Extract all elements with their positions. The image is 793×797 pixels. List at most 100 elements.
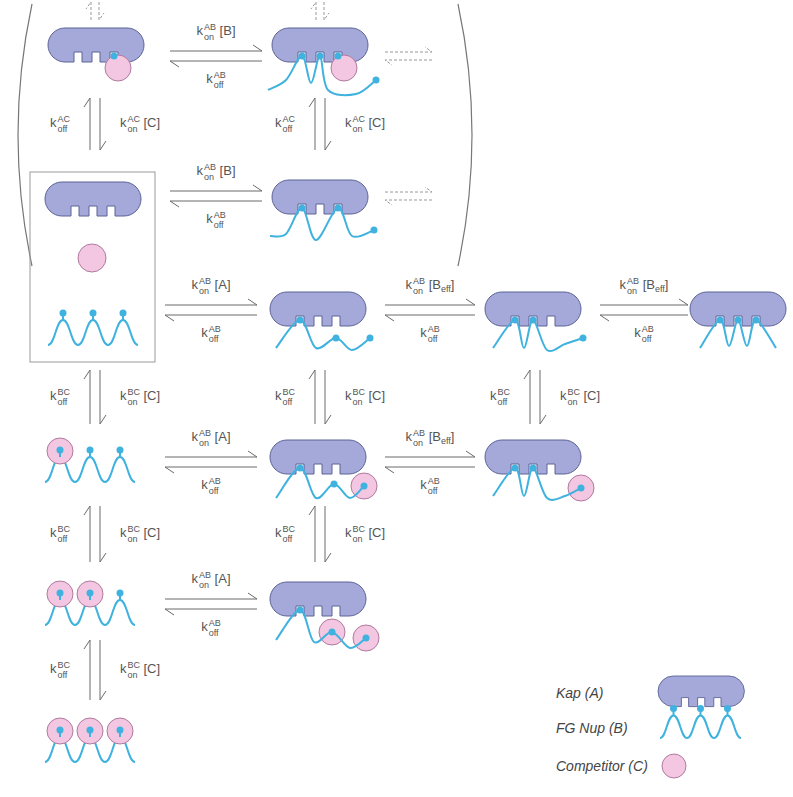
rate-constant: kBCon [C] xyxy=(345,524,385,544)
fg-pin xyxy=(297,465,304,472)
fg-nup-chain xyxy=(700,320,776,348)
kap-symbol xyxy=(485,292,581,326)
harpoon-back xyxy=(170,61,262,67)
fg-nup-chain xyxy=(276,468,364,498)
competitor-symbol xyxy=(47,581,73,607)
rate-constant: kBCoff xyxy=(50,660,70,680)
rate-constant: kABon [A] xyxy=(191,428,230,448)
fg-nup-chain xyxy=(276,320,370,350)
fg-pin xyxy=(335,53,342,60)
dashed-harpoon xyxy=(86,2,104,20)
fg-pin xyxy=(87,447,94,454)
competitor-symbol xyxy=(662,754,686,778)
fg-pin xyxy=(670,705,677,712)
kap-body xyxy=(272,28,368,62)
fg-pin xyxy=(753,317,760,324)
rate-constant: kACoff xyxy=(275,114,295,134)
fg-nup-chain xyxy=(660,716,741,739)
fg-pin xyxy=(329,629,336,636)
fg-pin xyxy=(578,485,585,492)
kap-symbol xyxy=(272,28,368,62)
harpoon-forward xyxy=(540,370,546,424)
harpoon-back xyxy=(165,315,257,321)
kap-symbol xyxy=(48,28,144,62)
rate-constant: kABoff xyxy=(206,210,226,230)
fg-pin xyxy=(111,53,118,60)
rate-constant: kBCoff xyxy=(275,387,295,407)
rate-constant: kACon [C] xyxy=(120,114,160,134)
harpoon-back xyxy=(309,98,315,150)
kap-symbol xyxy=(270,582,366,616)
harpoon-back xyxy=(385,467,475,473)
kap-body xyxy=(270,440,366,474)
fg-pin xyxy=(333,335,340,342)
fg-nup-chain xyxy=(493,320,583,351)
harpoon-forward xyxy=(100,370,106,424)
fg-pin xyxy=(117,590,124,597)
kap-symbol xyxy=(690,292,786,326)
harpoon-forward xyxy=(325,370,331,424)
harpoon-forward xyxy=(100,506,106,562)
harpoon-back xyxy=(84,640,90,700)
rate-constant: kABon [Beff] xyxy=(406,276,455,296)
harpoon-forward xyxy=(325,98,331,150)
fg-pin xyxy=(512,317,519,324)
fg-pin xyxy=(57,447,64,454)
rate-constant: kBCon [C] xyxy=(560,387,600,407)
harpoon-back xyxy=(165,609,257,615)
kap-body xyxy=(45,182,141,216)
fg-nup-chain xyxy=(276,610,366,648)
fg-pin xyxy=(530,465,537,472)
harpoon-forward xyxy=(600,299,688,305)
harpoon-back xyxy=(84,98,90,150)
fg-pin xyxy=(60,310,67,317)
harpoon-back xyxy=(524,370,530,424)
kap-symbol xyxy=(270,440,366,474)
kap-body xyxy=(485,440,581,474)
fg-pin xyxy=(90,310,97,317)
fg-pin xyxy=(297,317,304,324)
rate-constant: kBCon [C] xyxy=(120,660,160,680)
dashed-harpoon xyxy=(385,187,432,205)
harpoon-forward xyxy=(170,45,262,51)
fg-pin xyxy=(717,317,724,324)
fg-nup-chain xyxy=(268,56,376,95)
harpoon-back xyxy=(84,370,90,424)
fg-pin xyxy=(120,310,127,317)
fg-nup-chain xyxy=(48,320,138,345)
fg-pin xyxy=(57,590,64,597)
fg-pin xyxy=(299,205,306,212)
rate-constant: kBCon [C] xyxy=(120,524,160,544)
harpoon-forward xyxy=(100,640,106,700)
kap-body xyxy=(690,292,786,326)
rate-constant: kABoff xyxy=(420,324,440,344)
fg-pin xyxy=(735,317,742,324)
rate-constant: kABon [A] xyxy=(191,570,230,590)
rate-constant: kACon [C] xyxy=(345,114,385,134)
rate-constant: kACoff xyxy=(50,114,70,134)
rate-constant: kBCoff xyxy=(50,387,70,407)
rate-constant: kBCon [C] xyxy=(345,387,385,407)
fg-pin xyxy=(371,227,378,234)
fg-pin xyxy=(117,447,124,454)
legend-text: FG Nup (B) xyxy=(556,720,628,736)
fg-pin xyxy=(87,727,94,734)
rate-constant: kABon [A] xyxy=(191,276,230,296)
kap-symbol xyxy=(272,180,368,214)
harpoon-forward xyxy=(165,299,257,305)
rate-constant: kABoff xyxy=(634,324,654,344)
rate-constant: kBCon [C] xyxy=(120,387,160,407)
harpoon-forward xyxy=(165,593,257,599)
harpoon-forward xyxy=(385,451,475,457)
kap-body xyxy=(272,180,368,214)
harpoon-back xyxy=(84,506,90,562)
kap-symbol xyxy=(485,440,581,474)
competitor-symbol xyxy=(77,718,103,744)
competitor-symbol xyxy=(331,55,357,81)
competitor-symbol xyxy=(105,55,131,81)
fg-nup-chain xyxy=(493,468,581,500)
kap-symbol xyxy=(658,676,744,707)
competitor-symbol xyxy=(107,718,133,744)
fg-pin xyxy=(87,590,94,597)
rate-constant: kABon [B] xyxy=(196,22,235,42)
